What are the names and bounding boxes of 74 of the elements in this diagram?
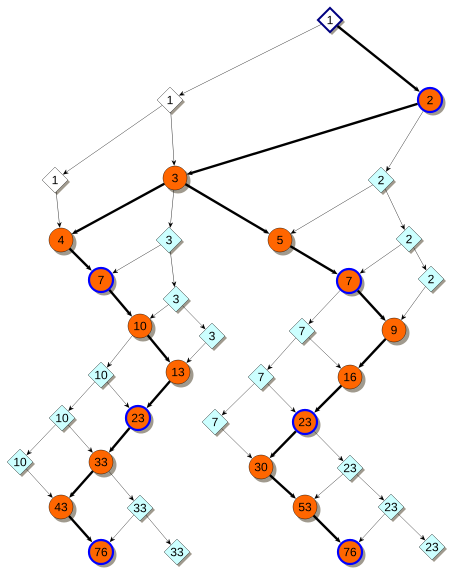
circle-node: 10 [128,314,156,342]
diamond-node: 1 [316,6,345,35]
circle-node: 16 [338,364,366,392]
circle-node: 3 [162,166,190,194]
diamond-node: 23 [336,454,365,483]
arrow [386,110,424,172]
circle-node: 23 [124,404,154,434]
diamond-node: 33 [126,494,155,523]
arrow [108,471,134,501]
arrow [222,383,255,416]
diamond-node: 7 [202,408,230,437]
arrow [168,190,174,228]
arrow [110,514,134,542]
diamond-node: 2 [368,166,396,195]
arrow [26,468,53,498]
diamond-node: 3 [156,226,184,255]
diamond-node: 23 [378,494,406,522]
diamond-node: 10 [88,362,116,390]
arrow [308,337,341,368]
arrow [106,382,130,408]
arrow [290,184,373,234]
circle-node: 43 [48,494,76,522]
circle-node: 76 [88,538,116,568]
diamond-node: 2 [418,266,446,294]
arrow [385,188,405,230]
circle-node: 4 [48,228,76,256]
circle-node: 30 [248,454,276,482]
arrow [314,474,344,499]
arrow [308,290,340,324]
arrow [170,112,176,166]
arrow [106,335,133,368]
arrow [360,244,402,274]
arrow [56,192,62,228]
diamond-node: 1 [156,86,185,115]
arrow [413,247,426,270]
circle-node: 53 [292,494,320,522]
diamond-node: 10 [48,404,77,433]
arrow [68,382,95,411]
arrow [150,304,169,319]
arrow [267,338,296,370]
arrow [182,306,206,330]
arrow [26,424,56,456]
circle-node: 2 [416,86,446,116]
diamond-node: 33 [164,538,192,567]
arrow [356,474,384,500]
arrow [358,514,385,542]
diamond-node: 1 [42,166,70,195]
diamond-node: 3 [162,286,191,314]
circle-node: 23 [292,408,320,438]
circle-node: 9 [382,318,410,346]
diamond-node: 7 [288,318,317,346]
diamond-node: 7 [248,364,276,392]
arrow [63,105,162,174]
arrow [401,286,426,320]
arrow [170,252,176,287]
diamond-node: 23 [418,534,447,562]
circle-node: 7 [336,268,364,296]
diamond-node: 2 [396,226,424,254]
circle-node: 7 [88,266,116,296]
arrow [179,24,322,96]
arrow [68,424,93,453]
circle-node: 13 [166,360,194,388]
circle-node: 5 [268,228,296,256]
circle-node: 76 [336,538,366,568]
circle-node: 33 [88,450,116,478]
arrow [314,431,344,462]
arrow [267,383,296,412]
diamond-node: 10 [6,448,35,477]
arrow [397,513,426,540]
arrow [146,514,171,545]
arrow [112,244,161,274]
arrow [186,342,206,363]
diamond-node: 3 [198,322,227,351]
arrow [221,428,252,458]
